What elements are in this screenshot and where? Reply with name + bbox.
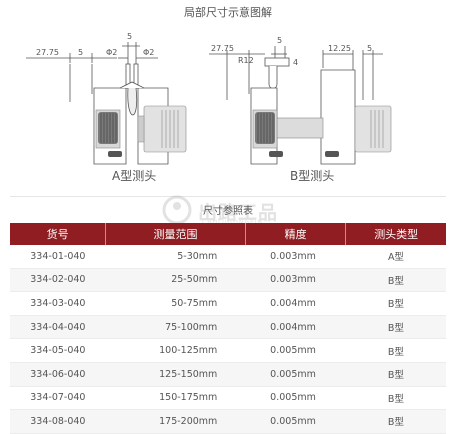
size-reference-table: 货号 测量范围 精度 测头类型 334-01-040 5-30mm 0.003m…	[10, 223, 446, 434]
cell-type: B型	[345, 362, 446, 387]
table-row: 334-04-040 75-100mm 0.004mm B型	[10, 315, 446, 340]
diagram-b-caption: B型测头	[290, 169, 335, 183]
dim-b-27-75: 27.75	[211, 44, 234, 53]
diagram-a-caption: A型测头	[112, 169, 157, 183]
cell-type: B型	[345, 268, 446, 293]
header-code: 货号	[10, 223, 107, 245]
table-title: 尺寸参照表	[203, 206, 253, 217]
cell-precision: 0.004mm	[245, 315, 346, 340]
cell-type: A型	[345, 245, 446, 269]
cell-range: 75-100mm	[105, 315, 246, 340]
header-range: 测量范围	[105, 223, 246, 245]
cell-range: 50-75mm	[105, 291, 246, 316]
dim-b-4: 4	[293, 58, 298, 67]
diagram-b-drawing: 27.75 5 12.25 5 R12 4	[209, 36, 392, 165]
cell-range: 125-150mm	[105, 362, 246, 387]
cell-code: 334-07-040	[10, 386, 106, 411]
cell-type: B型	[345, 291, 446, 316]
cell-range: 25-50mm	[105, 268, 246, 293]
table-row: 334-01-040 5-30mm 0.003mm A型	[10, 245, 446, 269]
cell-type: B型	[345, 338, 446, 363]
cell-code: 334-01-040	[10, 245, 106, 269]
cell-precision: 0.003mm	[245, 268, 346, 293]
cell-precision: 0.005mm	[245, 409, 346, 434]
cell-range: 150-175mm	[105, 386, 246, 411]
cell-precision: 0.004mm	[245, 291, 346, 316]
cell-range: 175-200mm	[105, 409, 246, 434]
table-row: 334-07-040 150-175mm 0.005mm B型	[10, 386, 446, 411]
cell-code: 334-03-040	[10, 291, 106, 316]
dim-b-5-right: 5	[367, 44, 372, 53]
table-row: 334-06-040 125-150mm 0.005mm B型	[10, 362, 446, 387]
cell-precision: 0.005mm	[245, 362, 346, 387]
cell-code: 334-06-040	[10, 362, 106, 387]
dim-b-r12: R12	[238, 56, 254, 65]
cell-code: 334-02-040	[10, 268, 106, 293]
cell-type: B型	[345, 386, 446, 411]
page-title: 局部尺寸示意图解	[184, 6, 272, 19]
table-row: 334-02-040 25-50mm 0.003mm B型	[10, 268, 446, 293]
table-header-row: 货号 测量范围 精度 测头类型	[10, 223, 446, 245]
dim-a-27-75: 27.75	[36, 48, 59, 57]
cell-range: 5-30mm	[105, 245, 246, 269]
table-row: 334-05-040 100-125mm 0.005mm B型	[10, 338, 446, 363]
dim-a-phi-left: Φ2	[106, 48, 117, 57]
cell-code: 334-08-040	[10, 409, 106, 434]
dim-a-5-left: 5	[78, 48, 83, 57]
section-divider	[10, 196, 446, 197]
dim-b-5: 5	[277, 36, 282, 45]
diagram-a-drawing: 27.75 5 5 Φ2 Φ2	[26, 32, 187, 165]
cell-precision: 0.003mm	[245, 245, 346, 269]
table-row: 334-08-040 175-200mm 0.005mm B型	[10, 409, 446, 434]
cell-precision: 0.005mm	[245, 386, 346, 411]
dim-b-12-25: 12.25	[328, 44, 351, 53]
header-precision: 精度	[245, 223, 347, 245]
table-row: 334-03-040 50-75mm 0.004mm B型	[10, 291, 446, 316]
dim-a-5-top: 5	[127, 32, 132, 41]
cell-type: B型	[345, 409, 446, 434]
cell-code: 334-05-040	[10, 338, 106, 363]
cell-precision: 0.005mm	[245, 338, 346, 363]
cell-range: 100-125mm	[105, 338, 246, 363]
cell-type: B型	[345, 315, 446, 340]
dim-a-phi-right: Φ2	[143, 48, 154, 57]
header-type: 测头类型	[345, 223, 446, 245]
cell-code: 334-04-040	[10, 315, 106, 340]
